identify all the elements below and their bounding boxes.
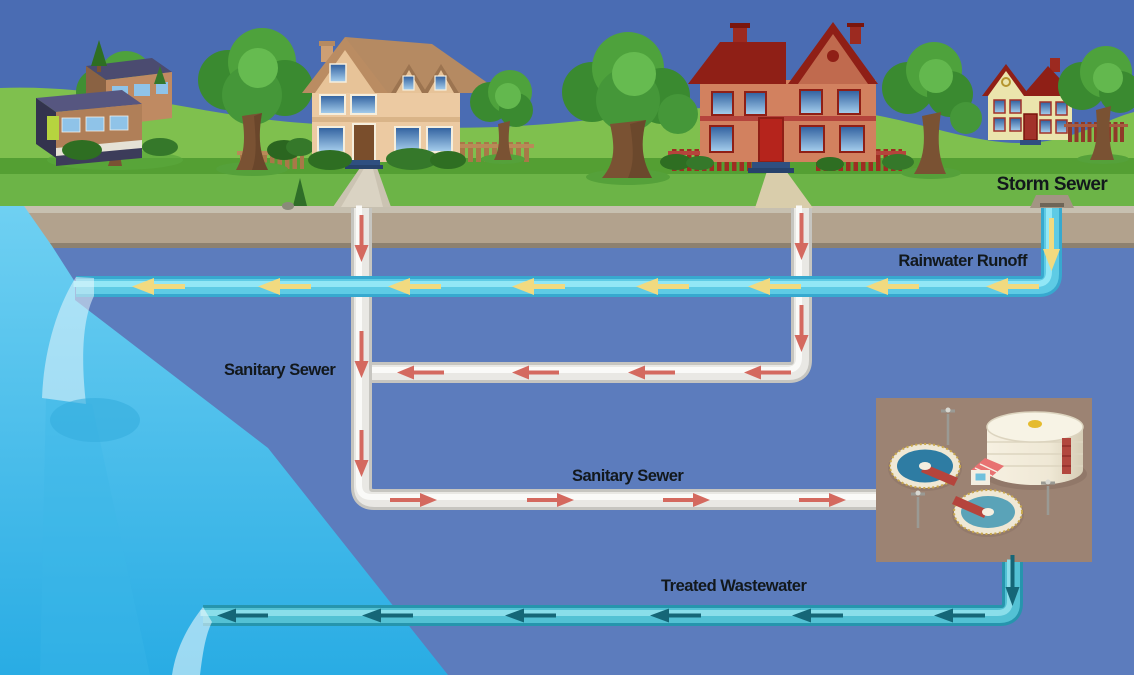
river-icon [0, 206, 448, 675]
bush-icon [660, 154, 692, 170]
tree-icon [470, 70, 533, 164]
sanitary-sewer-lower-label: Sanitary Sewer [572, 467, 684, 485]
grass-lawn [0, 174, 1134, 207]
wastewater-treatment-plant-icon [876, 398, 1092, 562]
storm-drain-inlet-icon [1030, 195, 1074, 208]
waterfall-icon [42, 277, 140, 442]
sanitary-sewer-upper-label: Sanitary Sewer [224, 361, 336, 379]
bush-icon [286, 138, 314, 156]
tree-icon [562, 32, 698, 185]
clarifier-tank-icon [888, 443, 962, 491]
bush-icon [308, 150, 352, 170]
bush-icon [686, 156, 714, 170]
pole-icon [911, 407, 1055, 528]
bush-icon [816, 157, 844, 171]
small-yellow-house-icon [950, 58, 1128, 145]
picket-fence-icon [1064, 122, 1128, 142]
rock-icon [282, 202, 294, 210]
tree-icon [882, 42, 973, 179]
bush-icon [386, 148, 438, 170]
tan-house-icon [302, 37, 534, 207]
bush-icon [430, 151, 466, 169]
tree-icon [1058, 46, 1134, 164]
picket-fence-icon [430, 142, 534, 162]
sanitary-pipe-from-tan-house [351, 205, 908, 510]
pump-building-icon [971, 458, 1004, 485]
clarifier-tank-icon [952, 489, 1024, 537]
tree-icon [198, 28, 313, 176]
pine-tree-icon [293, 178, 307, 206]
modern-building-icon [36, 40, 183, 170]
above-ground-scene [36, 22, 1134, 210]
soil-band [0, 206, 1134, 248]
storm-sewer-label: Storm Sewer [997, 174, 1109, 195]
treated-wastewater-label: Treated Wastewater [661, 577, 807, 595]
red-house-icon [660, 22, 914, 208]
rainwater-runoff-label: Rainwater Runoff [898, 252, 1028, 270]
bush-icon [882, 154, 914, 170]
treated-outfall-icon [172, 607, 212, 675]
walkway [755, 168, 813, 208]
